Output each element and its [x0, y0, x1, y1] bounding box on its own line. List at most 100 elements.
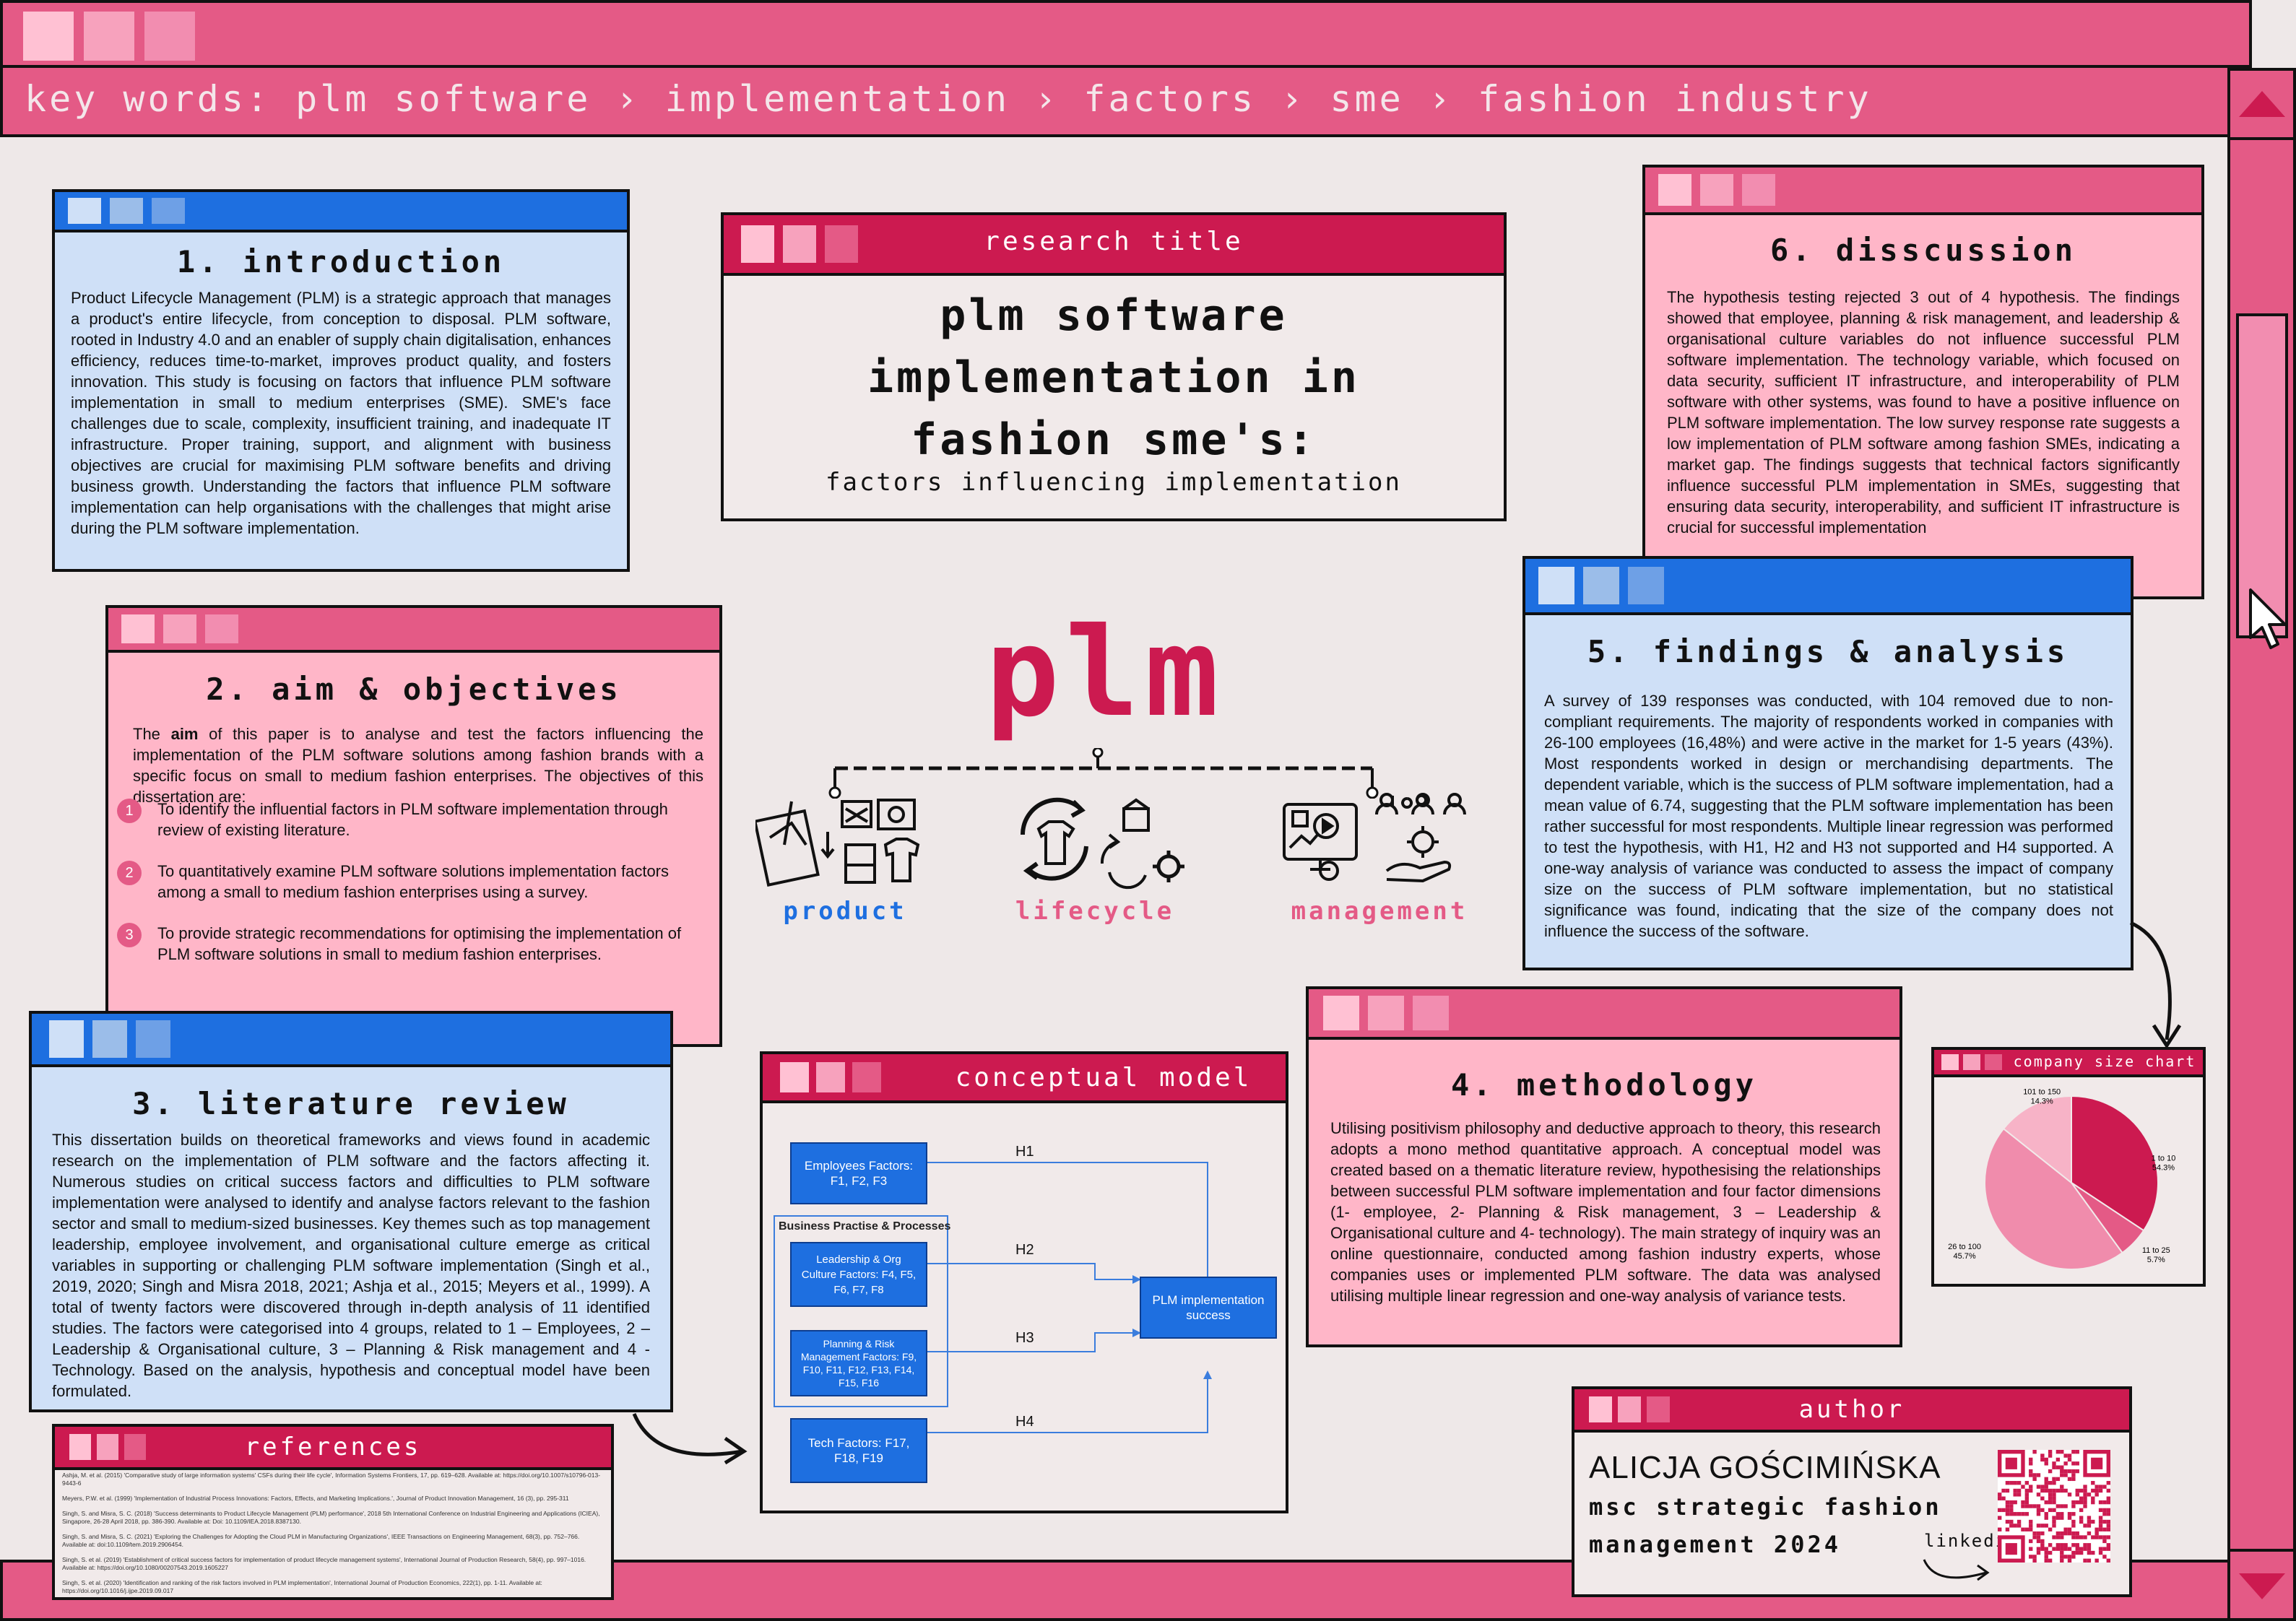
references-title: references — [244, 1433, 422, 1461]
window-dot-2[interactable] — [816, 1062, 845, 1092]
window-dot-1[interactable] — [1941, 1054, 1959, 1070]
scroll-thumb[interactable] — [2236, 313, 2288, 638]
reference-item: Singh, S. et al. (2019) 'Establishment o… — [62, 1556, 586, 1571]
scrollbar[interactable] — [2227, 68, 2296, 1621]
window-dot-1[interactable] — [1658, 174, 1691, 206]
discussion-body: The hypothesis testing rejected 3 out of… — [1667, 288, 2180, 536]
aim-window: 2. aim & objectives The aim of this pape… — [105, 605, 722, 1047]
hypothesis-label: H1 — [1015, 1144, 1034, 1160]
findings-body: A survey of 139 responses was conducted,… — [1544, 692, 2113, 940]
window-dot-3[interactable] — [852, 1062, 881, 1092]
hypothesis-label: H4 — [1015, 1414, 1034, 1430]
window-dot-2[interactable] — [92, 1020, 127, 1058]
window-dot-2[interactable] — [783, 225, 816, 263]
window-dot-3[interactable] — [152, 198, 185, 224]
scroll-down-button[interactable] — [2230, 1549, 2293, 1618]
hypothesis-label: H3 — [1015, 1330, 1034, 1346]
aim-titlebar — [108, 608, 719, 653]
plm-label-management: management — [1291, 897, 1468, 926]
company-chart-title: company size chart — [2013, 1053, 2196, 1070]
references-list: Ashja, M. et al. (2015) 'Comparative stu… — [62, 1472, 604, 1602]
arrow-to-chart — [2129, 921, 2182, 1049]
window-dot-1[interactable] — [741, 225, 774, 263]
window-dot-2[interactable] — [84, 12, 134, 61]
research-title-line-2: implementation in — [867, 352, 1361, 403]
pie-value-label: 54.3% — [2152, 1163, 2175, 1172]
aim-title: 2. aim & objectives — [206, 672, 622, 707]
literature-body: This dissertation builds on theoretical … — [52, 1131, 650, 1400]
plm-label-lifecycle: lifecycle — [1015, 897, 1175, 926]
window-dot-1[interactable] — [780, 1062, 809, 1092]
window-dot-1[interactable] — [121, 614, 155, 643]
model-box-tech: Tech Factors: F17, F18, F19 — [790, 1418, 927, 1483]
window-dot-1[interactable] — [1323, 996, 1359, 1030]
window-dot-3[interactable] — [124, 1434, 146, 1460]
reference-item: Ashja, M. et al. (2015) 'Comparative stu… — [62, 1472, 601, 1487]
top-title-bar — [0, 0, 2252, 68]
plm-heading: plm — [985, 601, 1225, 744]
introduction-window: 1. introduction Product Lifecycle Manage… — [52, 189, 630, 572]
research-subtitle: factors influencing implementation — [826, 468, 1402, 497]
pie-category-label: 1 to 10 — [2152, 1154, 2176, 1162]
window-dot-3[interactable] — [1647, 1396, 1670, 1422]
research-title-label: research title — [984, 227, 1244, 256]
window-dot-2[interactable] — [163, 614, 196, 643]
pie-category-label: 101 to 150 — [2023, 1088, 2061, 1097]
aim-intro-pre: The — [133, 725, 171, 743]
lifecycle-icon — [1020, 797, 1184, 890]
window-dot-1[interactable] — [23, 12, 74, 61]
window-dot-1[interactable] — [68, 198, 101, 224]
scroll-up-button[interactable] — [2230, 71, 2293, 140]
window-dot-2[interactable] — [97, 1434, 118, 1460]
plm-connector — [828, 748, 1379, 799]
conceptual-model-diagram: Employees Factors: F1, F2, F3 Business P… — [763, 1100, 1286, 1511]
arrow-to-model — [632, 1413, 748, 1465]
literature-window: 3. literature review This dissertation b… — [29, 1011, 673, 1412]
reference-item: Meyers, P.W. et al. (1999) 'Implementati… — [62, 1495, 569, 1502]
pie-category-label: 26 to 100 — [1948, 1243, 1981, 1251]
window-dot-2[interactable] — [1700, 174, 1733, 206]
aim-intro-post: of this paper is to analyse and test the… — [133, 725, 703, 806]
window-dot-2[interactable] — [1963, 1054, 1980, 1070]
window-dot-1[interactable] — [1538, 567, 1574, 604]
author-window: author ALICJA GOŚCIMIŃSKA msc strategic … — [1572, 1386, 2132, 1597]
literature-titlebar — [32, 1014, 670, 1067]
pie-value-label: 45.7% — [1953, 1252, 1975, 1261]
window-dot-1[interactable] — [49, 1020, 84, 1058]
conceptual-model-titlebar: conceptual model — [763, 1054, 1286, 1103]
author-label: author — [1798, 1395, 1905, 1424]
reference-item: Singh, S. and Misra, S. C. (2018) 'Succe… — [62, 1510, 600, 1525]
methodology-title: 4. methodology — [1450, 1067, 1757, 1103]
window-dot-3[interactable] — [1742, 174, 1775, 206]
author-degree-line-1: msc strategic fashion — [1589, 1493, 1942, 1521]
window-dot-3[interactable] — [1413, 996, 1449, 1030]
window-dot-2[interactable] — [1618, 1396, 1641, 1422]
discussion-window: 6. disscussion The hypothesis testing re… — [1642, 165, 2204, 599]
window-dot-1[interactable] — [69, 1434, 91, 1460]
window-dot-3[interactable] — [136, 1020, 170, 1058]
author-name: ALICJA GOŚCIMIŃSKA — [1589, 1450, 1941, 1485]
qr-code-icon[interactable] — [1998, 1450, 2110, 1563]
window-dot-2[interactable] — [1368, 996, 1404, 1030]
conceptual-model-window: conceptual model Employees Factors: F1, … — [760, 1051, 1288, 1513]
window-dot-2[interactable] — [1583, 567, 1619, 604]
window-dot-3[interactable] — [1628, 567, 1664, 604]
objective-number: 3 — [117, 923, 142, 947]
company-chart-titlebar: company size chart — [1934, 1050, 2203, 1077]
window-dot-3[interactable] — [144, 12, 195, 61]
window-dot-3[interactable] — [205, 614, 238, 643]
model-connectors — [774, 1162, 1212, 1433]
aim-intro: The aim of this paper is to analyse and … — [133, 723, 703, 807]
window-dot-1[interactable] — [1589, 1396, 1612, 1422]
window-dot-2[interactable] — [110, 198, 143, 224]
keywords-text: key words: plm software › implementation… — [25, 78, 1872, 120]
model-box-planning: Planning & Risk Management Factors: F9, … — [790, 1330, 927, 1396]
discussion-titlebar — [1645, 168, 2201, 215]
introduction-body: Product Lifecycle Management (PLM) is a … — [71, 289, 611, 537]
window-dot-3[interactable] — [825, 225, 858, 263]
window-dot-3[interactable] — [1985, 1054, 2002, 1070]
methodology-body: Utilising positivism philosophy and dedu… — [1330, 1119, 1881, 1305]
literature-title: 3. literature review — [132, 1086, 570, 1121]
plm-label-product: product — [783, 897, 907, 926]
